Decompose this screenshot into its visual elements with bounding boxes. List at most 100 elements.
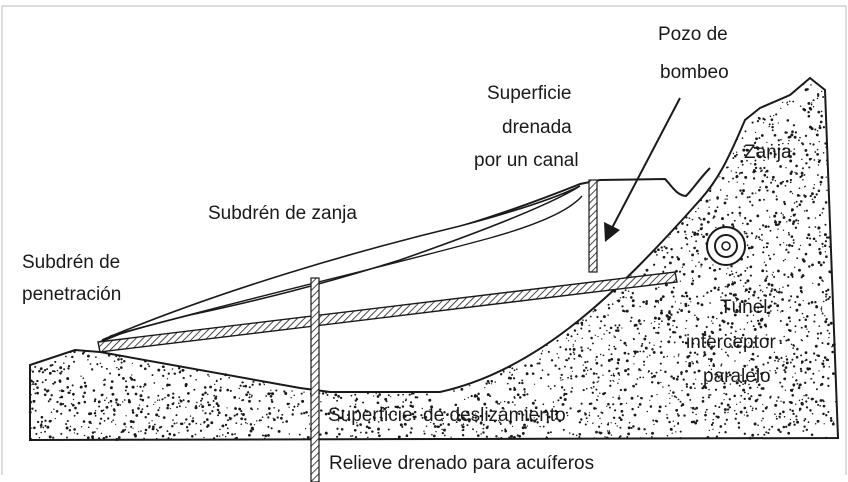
soil-speck xyxy=(580,402,583,405)
soil-speck xyxy=(208,375,210,377)
soil-speck xyxy=(775,415,778,418)
soil-speck xyxy=(249,429,253,433)
soil-speck xyxy=(769,151,773,155)
soil-speck xyxy=(536,362,539,365)
soil-speck xyxy=(799,195,801,197)
soil-speck xyxy=(710,289,713,293)
soil-speck xyxy=(777,269,780,273)
soil-speck xyxy=(747,290,751,294)
soil-speck xyxy=(668,236,670,238)
soil-speck xyxy=(387,406,390,409)
soil-speck xyxy=(467,396,469,399)
soil-speck xyxy=(413,393,415,395)
soil-speck xyxy=(747,246,751,250)
soil-speck xyxy=(184,384,188,388)
soil-speck xyxy=(752,341,756,344)
soil-speck xyxy=(650,372,653,375)
soil-speck xyxy=(761,146,764,149)
soil-speck xyxy=(658,405,662,409)
soil-speck xyxy=(228,416,231,419)
soil-speck xyxy=(749,344,753,348)
soil-speck xyxy=(790,272,793,275)
soil-speck xyxy=(734,417,737,420)
soil-speck xyxy=(811,263,814,267)
soil-speck xyxy=(511,374,513,377)
soil-speck xyxy=(684,236,688,240)
soil-speck xyxy=(651,376,654,379)
soil-speck xyxy=(189,415,192,417)
soil-speck xyxy=(410,427,413,430)
soil-speck xyxy=(673,395,676,398)
soil-speck xyxy=(513,369,516,371)
soil-speck xyxy=(538,362,541,365)
soil-speck xyxy=(659,351,663,354)
soil-speck xyxy=(744,175,748,179)
soil-speck xyxy=(760,134,764,137)
soil-speck xyxy=(105,367,108,370)
soil-speck xyxy=(404,399,407,402)
soil-speck xyxy=(700,383,703,385)
soil-speck xyxy=(591,391,594,394)
soil-speck xyxy=(561,402,565,406)
soil-speck xyxy=(103,399,106,402)
soil-speck xyxy=(712,269,715,272)
soil-speck xyxy=(522,414,525,416)
soil-speck xyxy=(707,358,710,361)
soil-speck xyxy=(657,317,661,321)
soil-speck xyxy=(800,360,804,364)
soil-speck xyxy=(240,410,243,413)
label-superficie-2: drenada xyxy=(502,117,572,138)
soil-speck xyxy=(673,341,676,344)
soil-speck xyxy=(804,134,808,138)
soil-speck xyxy=(564,348,568,351)
soil-speck xyxy=(521,426,525,430)
soil-speck xyxy=(531,372,535,375)
soil-speck xyxy=(716,196,719,199)
soil-speck xyxy=(562,428,565,431)
soil-speck xyxy=(680,247,683,250)
soil-speck xyxy=(785,355,787,357)
soil-speck xyxy=(226,388,230,392)
soil-speck xyxy=(199,429,203,432)
soil-speck xyxy=(298,433,301,436)
soil-speck xyxy=(144,367,147,371)
soil-speck xyxy=(782,229,785,232)
soil-speck xyxy=(155,437,158,440)
soil-speck xyxy=(726,354,729,356)
soil-speck xyxy=(725,379,728,382)
soil-speck xyxy=(454,403,458,407)
soil-speck xyxy=(43,388,47,391)
soil-speck xyxy=(338,432,341,436)
soil-speck xyxy=(123,359,126,363)
soil-speck xyxy=(725,393,728,396)
soil-speck xyxy=(825,317,828,321)
soil-speck xyxy=(690,407,692,409)
soil-speck xyxy=(187,392,190,395)
soil-speck xyxy=(804,371,807,374)
soil-speck xyxy=(787,338,790,342)
soil-speck xyxy=(800,354,803,357)
soil-speck xyxy=(729,383,732,385)
soil-speck xyxy=(377,431,380,434)
soil-speck xyxy=(771,129,774,132)
soil-speck xyxy=(793,148,795,150)
soil-speck xyxy=(812,99,815,101)
soil-speck xyxy=(817,164,820,166)
soil-speck xyxy=(681,266,684,268)
soil-speck xyxy=(792,100,795,103)
soil-speck xyxy=(664,283,668,287)
soil-speck xyxy=(750,232,754,235)
soil-speck xyxy=(97,437,101,440)
soil-speck xyxy=(633,350,635,353)
soil-speck xyxy=(708,343,711,346)
soil-speck xyxy=(797,222,799,225)
soil-speck xyxy=(644,335,647,338)
soil-speck xyxy=(721,292,724,295)
soil-speck xyxy=(132,420,135,424)
soil-speck xyxy=(672,325,674,327)
soil-speck xyxy=(586,420,589,423)
soil-speck xyxy=(822,360,825,362)
soil-speck xyxy=(653,316,657,320)
soil-speck xyxy=(634,352,637,355)
soil-speck xyxy=(457,413,461,417)
